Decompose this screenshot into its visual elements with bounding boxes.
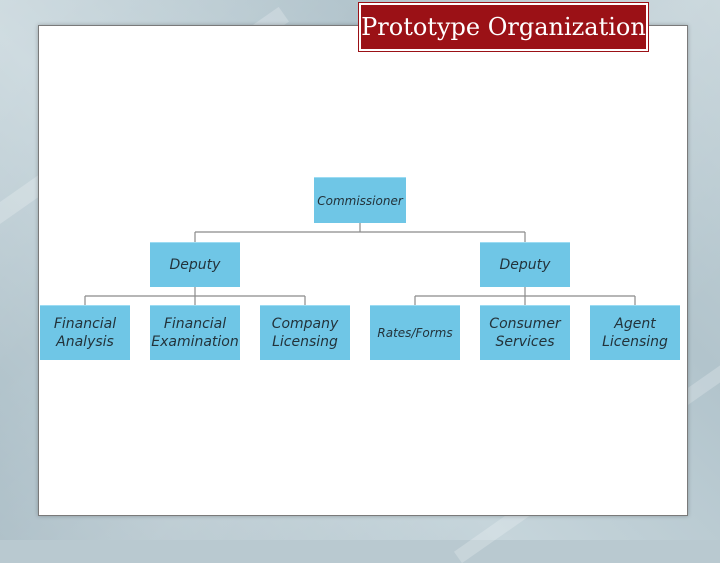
deputy-right-node: Deputy <box>480 242 570 287</box>
commissioner-label: Commissioner <box>317 193 403 208</box>
unit-label-line1: Company <box>271 316 339 332</box>
unit-label-line2: Services <box>495 334 555 350</box>
deputy-left-node: Deputy <box>150 242 240 287</box>
commissioner-node: Commissioner <box>314 177 406 223</box>
unit-node-agent-licensing: Agent Licensing <box>590 305 680 360</box>
unit-node-financial-examination: Financial Examination <box>150 305 240 360</box>
unit-label-line2: Licensing <box>272 334 338 350</box>
unit-label-line1: Rates/Forms <box>377 326 453 340</box>
org-chart-connectors <box>84 222 636 305</box>
unit-label-line2: Analysis <box>56 334 114 350</box>
unit-node-consumer-services: Consumer Services <box>480 305 570 360</box>
deputy-right-label: Deputy <box>499 257 551 273</box>
unit-label-line1: Financial <box>53 316 117 332</box>
unit-label-line2: Examination <box>151 334 239 350</box>
unit-node-rates-forms: Rates/Forms <box>370 305 460 360</box>
deputy-left-label: Deputy <box>169 257 221 273</box>
unit-label-line1: Financial <box>163 316 227 332</box>
unit-label-line2: Licensing <box>602 334 668 350</box>
slide-title: Prototype Organization <box>359 3 648 51</box>
slide-content-panel <box>38 25 688 516</box>
unit-label-line1: Consumer <box>489 316 561 332</box>
unit-node-financial-analysis: Financial Analysis <box>40 305 130 360</box>
unit-label-line1: Agent <box>614 316 656 332</box>
unit-node-company-licensing: Company Licensing <box>260 305 350 360</box>
